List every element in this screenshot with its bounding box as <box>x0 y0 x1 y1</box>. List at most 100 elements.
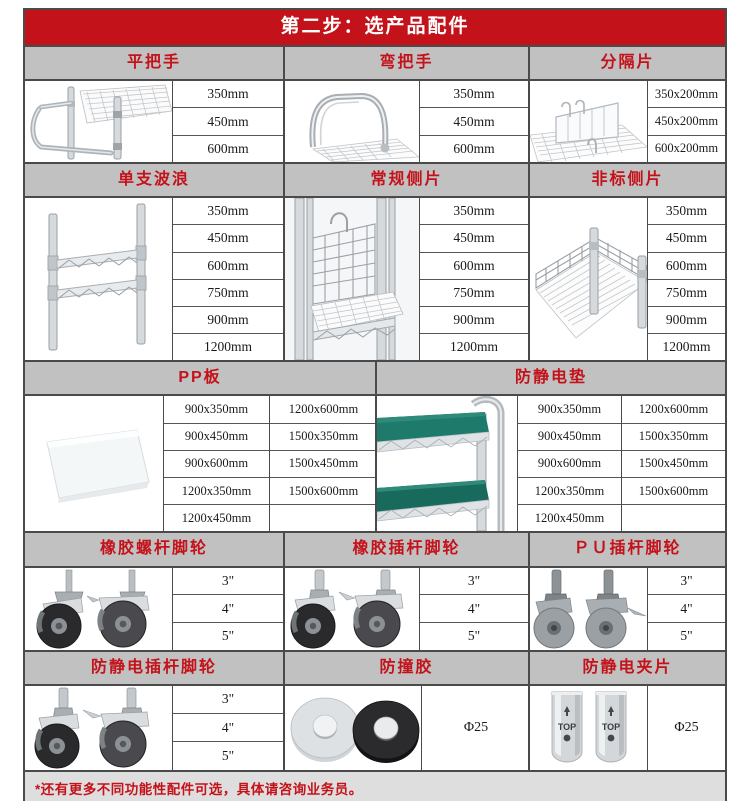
group-title-standard-side-panel: 常规侧片 <box>285 164 530 197</box>
group-antistatic-clip: TOP TOP <box>530 685 725 770</box>
group-nonstandard-side-panel: 350mm 450mm 600mm 750mm 900mm 1200mm <box>530 198 725 361</box>
curved-handle-illustration <box>285 81 419 163</box>
spec-cell: 1200x600mm <box>270 396 375 424</box>
spec-cell: 600mm <box>420 252 528 280</box>
spec-cell: 4" <box>173 595 283 623</box>
spec-cell: 1200x600mm <box>622 396 725 424</box>
spec-cell: 1500x450mm <box>622 450 725 479</box>
spec-column-divider: 350x200mm 450x200mm 600x200mm <box>647 81 725 163</box>
group-rubber-stem-caster: 3" 4" 5" <box>285 567 530 650</box>
group-divider: 350x200mm 450x200mm 600x200mm <box>530 81 725 163</box>
spec-column-flat-handle: 350mm 450mm 600mm <box>172 81 283 163</box>
section-header-row-2: 单支波浪 常规侧片 非标侧片 <box>25 164 725 199</box>
spec-cell: 1500x350mm <box>270 423 375 451</box>
divider-illustration <box>530 81 647 163</box>
group-title-antistatic-mat: 防静电垫 <box>514 369 587 387</box>
spec-cell: 4" <box>420 595 528 623</box>
spec-cell: 450x200mm <box>648 108 725 136</box>
group-title-antistatic-clip: 防静电夹片 <box>582 658 673 676</box>
spec-cell: 5" <box>173 742 283 770</box>
spec-column-pp-board-2: 1200x600mm 1500x350mm 1500x450mm 1500x60… <box>269 396 375 532</box>
spec-cell: 1200x350mm <box>164 478 269 506</box>
spec-cell: 350mm <box>420 198 528 226</box>
group-title-curved-handle: 弯把手 <box>285 46 530 80</box>
group-title-single-wave: 单支波浪 <box>25 164 285 197</box>
group-standard-side-panel: 350mm 450mm 600mm 750mm 900mm 1200mm <box>285 198 530 361</box>
spec-cell: 350x200mm <box>648 81 725 109</box>
section-body-row-2: 350mm 450mm 600mm 750mm 900mm 1200mm <box>25 198 725 363</box>
spec-cell: 350mm <box>173 81 283 109</box>
group-title-divider: 分隔片 <box>600 53 655 71</box>
group-title-flat-handle: 平把手 <box>25 46 285 80</box>
group-title-bumper-rubber: 防撞胶 <box>285 651 530 684</box>
antistatic-stem-caster-illustration <box>25 685 172 770</box>
spec-cell: 3" <box>173 567 283 596</box>
spec-cell: 1200mm <box>648 334 725 361</box>
accessories-table: 第二步：选产品配件 平把手 弯把手 分隔片 <box>23 8 727 801</box>
group-flat-handle: 350mm 450mm 600mm <box>25 81 285 163</box>
standard-side-panel-illustration <box>285 198 419 361</box>
spec-column-standard-side-panel: 350mm 450mm 600mm 750mm 900mm 1200mm <box>419 198 528 361</box>
svg-text:TOP: TOP <box>602 722 620 732</box>
spec-cell: 1500x600mm <box>270 478 375 506</box>
group-antistatic-mat: 900x350mm 900x450mm 900x600mm 1200x350mm… <box>377 396 725 532</box>
group-rubber-threaded-caster: 3" 4" 5" <box>25 567 285 650</box>
antistatic-mat-illustration <box>377 396 517 532</box>
spec-cell: 3" <box>173 685 283 715</box>
spec-cell: 750mm <box>648 279 725 307</box>
spec-cell: 1200x450mm <box>518 505 621 532</box>
svg-text:TOP: TOP <box>558 722 576 732</box>
group-title-rubber-stem-caster: 橡胶插杆脚轮 <box>285 533 530 566</box>
spec-column-antistatic-mat-2: 1200x600mm 1500x350mm 1500x450mm 1500x60… <box>621 396 725 532</box>
spec-column-pu-stem-caster: 3" 4" 5" <box>647 567 725 650</box>
section-body-row-3: 900x350mm 900x450mm 900x600mm 1200x350mm… <box>25 396 725 534</box>
spec-cell: 450mm <box>173 108 283 136</box>
spec-cell: Φ25 <box>422 685 528 770</box>
spec-cell: 5" <box>648 622 725 650</box>
group-pp-board: 900x350mm 900x450mm 900x600mm 1200x350mm… <box>25 396 377 532</box>
spec-cell: 1200mm <box>173 334 283 361</box>
spec-cell: 350mm <box>648 198 725 226</box>
group-title-rubber-threaded-caster: 橡胶螺杆脚轮 <box>25 533 285 566</box>
spec-cell: 600x200mm <box>648 135 725 163</box>
spec-cell: 750mm <box>173 279 283 307</box>
page-title: 第二步：选产品配件 <box>25 10 725 47</box>
flat-handle-illustration <box>25 81 172 163</box>
spec-cell-empty <box>622 505 725 532</box>
spec-column-antistatic-clip: Φ25 <box>647 685 725 770</box>
spec-column-curved-handle: 350mm 450mm 600mm <box>419 81 528 163</box>
group-title-pp-board: PP板 <box>25 362 377 395</box>
rubber-stem-caster-illustration <box>285 567 419 650</box>
spec-column-single-wave: 350mm 450mm 600mm 750mm 900mm 1200mm <box>172 198 283 361</box>
spec-cell: 4" <box>173 714 283 743</box>
spec-cell: 900mm <box>420 306 528 335</box>
spec-cell: 900x600mm <box>518 450 621 479</box>
footer-note: *还有更多不同功能性配件可选，具体请咨询业务员。 <box>25 771 725 801</box>
group-curved-handle: 350mm 450mm 600mm <box>285 81 530 163</box>
spec-cell: 3" <box>420 567 528 596</box>
spec-cell: 5" <box>173 622 283 650</box>
section-body-row-4: 3" 4" 5" <box>25 567 725 652</box>
spec-cell: 350mm <box>420 81 528 109</box>
section-body-row-5: 3" 4" 5" <box>25 685 725 772</box>
spec-cell: 900x450mm <box>518 423 621 451</box>
spec-cell: 900x450mm <box>164 423 269 451</box>
spec-column-pp-board-1: 900x350mm 900x450mm 900x600mm 1200x350mm… <box>163 396 269 532</box>
group-title-nonstandard-side-panel: 非标侧片 <box>591 171 664 189</box>
spec-cell: 600mm <box>420 135 528 163</box>
spec-cell: Φ25 <box>648 685 725 770</box>
spec-cell: 3" <box>648 567 725 596</box>
spec-cell: 1500x450mm <box>270 450 375 479</box>
spec-cell: 4" <box>648 595 725 623</box>
nonstandard-side-panel-illustration <box>530 198 647 361</box>
group-single-wave: 350mm 450mm 600mm 750mm 900mm 1200mm <box>25 198 285 361</box>
spec-column-bumper-rubber: Φ25 <box>421 685 528 770</box>
spec-cell: 900x350mm <box>164 396 269 424</box>
spec-column-antistatic-mat-1: 900x350mm 900x450mm 900x600mm 1200x350mm… <box>517 396 621 532</box>
spec-cell: 1500x600mm <box>622 478 725 506</box>
spec-column-antistatic-stem-caster: 3" 4" 5" <box>172 685 283 770</box>
spec-cell: 1200x450mm <box>164 505 269 532</box>
spec-cell: 1500x350mm <box>622 423 725 451</box>
single-wave-illustration <box>25 198 172 361</box>
